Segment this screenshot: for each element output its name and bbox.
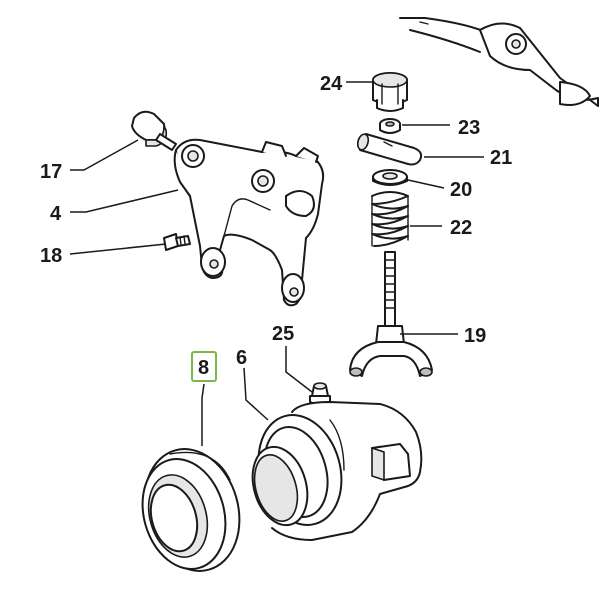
leader-6 [243, 367, 269, 421]
screw-18-part [163, 233, 191, 251]
spring-part [371, 191, 409, 247]
valve-stem-part [349, 251, 433, 377]
callout-labels: 24 23 21 20 22 17 4 18 19 25 6 8 [40, 73, 512, 379]
callout-23: 23 [458, 117, 480, 139]
leader-4 [70, 189, 179, 213]
callout-25: 25 [272, 323, 294, 345]
leader-8 [201, 383, 205, 446]
leader-18 [69, 243, 167, 255]
washer-part [372, 169, 408, 186]
callout-21: 21 [490, 147, 512, 169]
release-housing-part [251, 401, 423, 541]
callout-24: 24 [320, 73, 343, 95]
cap-nut-part [372, 72, 408, 112]
breather-plug-part [309, 382, 331, 405]
callout-19: 19 [464, 325, 486, 347]
rocker-bracket-part [173, 138, 325, 307]
callout-4: 4 [50, 203, 62, 225]
callout-6: 6 [236, 347, 247, 369]
leader-lines [69, 81, 484, 446]
callout-17: 17 [40, 161, 62, 183]
release-bearing-part [141, 448, 241, 572]
callout-8: 8 [198, 357, 209, 379]
highlight-box [191, 351, 217, 382]
leader-17 [70, 139, 139, 171]
small-nut-part [379, 118, 401, 134]
callout-22: 22 [450, 217, 472, 239]
leader-25 [285, 346, 313, 393]
pin-part [356, 133, 423, 166]
upper-arm-part [399, 17, 599, 107]
bolt-17-part [131, 110, 177, 151]
callout-18: 18 [40, 245, 62, 267]
leader-20 [407, 179, 445, 189]
callout-20: 20 [450, 179, 472, 201]
